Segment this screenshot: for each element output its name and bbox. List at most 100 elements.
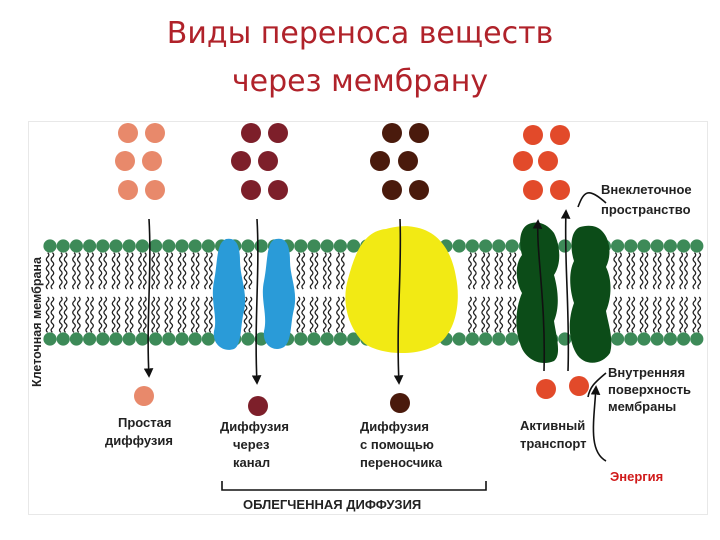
lipid-head [637,332,651,346]
lipid-head [505,239,519,253]
channel-diffusion-label-line-3: канал [233,455,270,470]
lipid-tail [340,296,345,333]
lipid-tail [644,252,649,290]
channel-protein [212,238,296,350]
lipid-head [175,239,189,253]
lipid-tail [151,296,156,333]
lipid-head [135,332,149,346]
energy-arrow [590,385,607,462]
lipid-head [347,239,361,253]
lipid-tail [327,252,332,290]
lipid-head [492,332,506,346]
lipid-tail [666,296,670,333]
lipid-tail [45,252,50,290]
lipid-tail [90,296,94,333]
lipid-tail [124,296,129,333]
lipid-tail [499,252,504,290]
lipid-tail [58,296,63,333]
arrow-inside-pointer [587,372,607,398]
particle [118,180,138,200]
lipid-tail [499,296,504,333]
particles-carrier-diffusion [370,123,429,413]
lipid-tail [111,296,116,333]
lipid-tail [472,296,477,333]
particle [390,393,410,413]
page-title-line-2: через мембрану [231,64,489,99]
lipid-tail [124,252,129,290]
lipid-tail [507,296,512,333]
lipid-tail [296,296,301,333]
lipid-tail [301,296,306,333]
lipid-head [479,239,493,253]
lipid-head [479,332,493,346]
lipid-tail [309,252,314,290]
lipid-tail [697,252,702,290]
outside-label-line-2: пространство [601,202,691,217]
lipid-head [650,332,664,346]
lipid-tail [322,296,327,333]
lipid-tail [248,296,253,333]
lipid-tail [481,296,486,333]
lipid-tail [98,296,103,333]
lipid-head [320,239,334,253]
lipid-tail [156,252,160,290]
lipid-head [294,332,308,346]
lipid-head [663,332,678,346]
lipid-tail [116,296,121,333]
lipid-head [452,239,466,253]
lipid-tail [472,252,477,290]
lipid-tail [182,296,187,333]
particle [134,386,154,406]
lipid-tail [670,252,675,290]
lipid-head [690,332,704,346]
lipid-head [333,332,347,346]
particle [550,125,570,145]
lipid-tail [76,252,81,290]
lipid-tail [129,252,134,290]
lipid-head [162,239,176,253]
lipid-tail [190,296,195,333]
lipid-tail [468,252,472,290]
particle [145,123,165,143]
lipid-head [69,239,83,253]
particle [550,180,570,200]
lipid-tail [507,252,512,290]
lipid-tail [626,252,631,290]
lipid-tail [684,252,688,290]
lipid-tail [314,296,319,333]
lipid-tail [670,296,675,333]
lipid-head [43,332,57,346]
lipid-tail [692,252,697,290]
channel-diffusion-label-line-2: через [233,437,270,452]
lipid-head [109,239,123,253]
transport-arrows [143,192,607,398]
lipid-tail [631,252,636,290]
lipid-head [558,332,572,346]
lipid-tail [98,252,103,290]
lipid-tail [486,252,490,290]
lipid-tail [72,252,76,290]
lipid-tail [129,296,134,333]
lipid-head [333,239,347,253]
lipid-tail [243,252,248,290]
lipid-tail [116,252,121,290]
particle [382,123,402,143]
lipid-head [83,239,97,253]
lipid-head [241,332,255,346]
lipid-tail [692,296,697,333]
active-transport-label-line-1: Активный [520,418,585,433]
lipid-head [347,332,361,346]
lipid-tail [85,252,90,290]
channel-diffusion-label-line-1: Диффузия [220,419,289,434]
lipid-head [465,239,479,253]
arrow-down-simple [143,218,154,378]
particles-channel-diffusion [231,123,288,416]
lipid-tail [164,252,169,290]
lipid-head [135,239,149,253]
lipid-tail [76,296,81,333]
lipid-head [109,332,123,346]
lipid-tail [679,252,684,290]
lipid-tail [336,296,340,333]
lipid-head [677,239,691,253]
lipid-tail [111,252,116,290]
